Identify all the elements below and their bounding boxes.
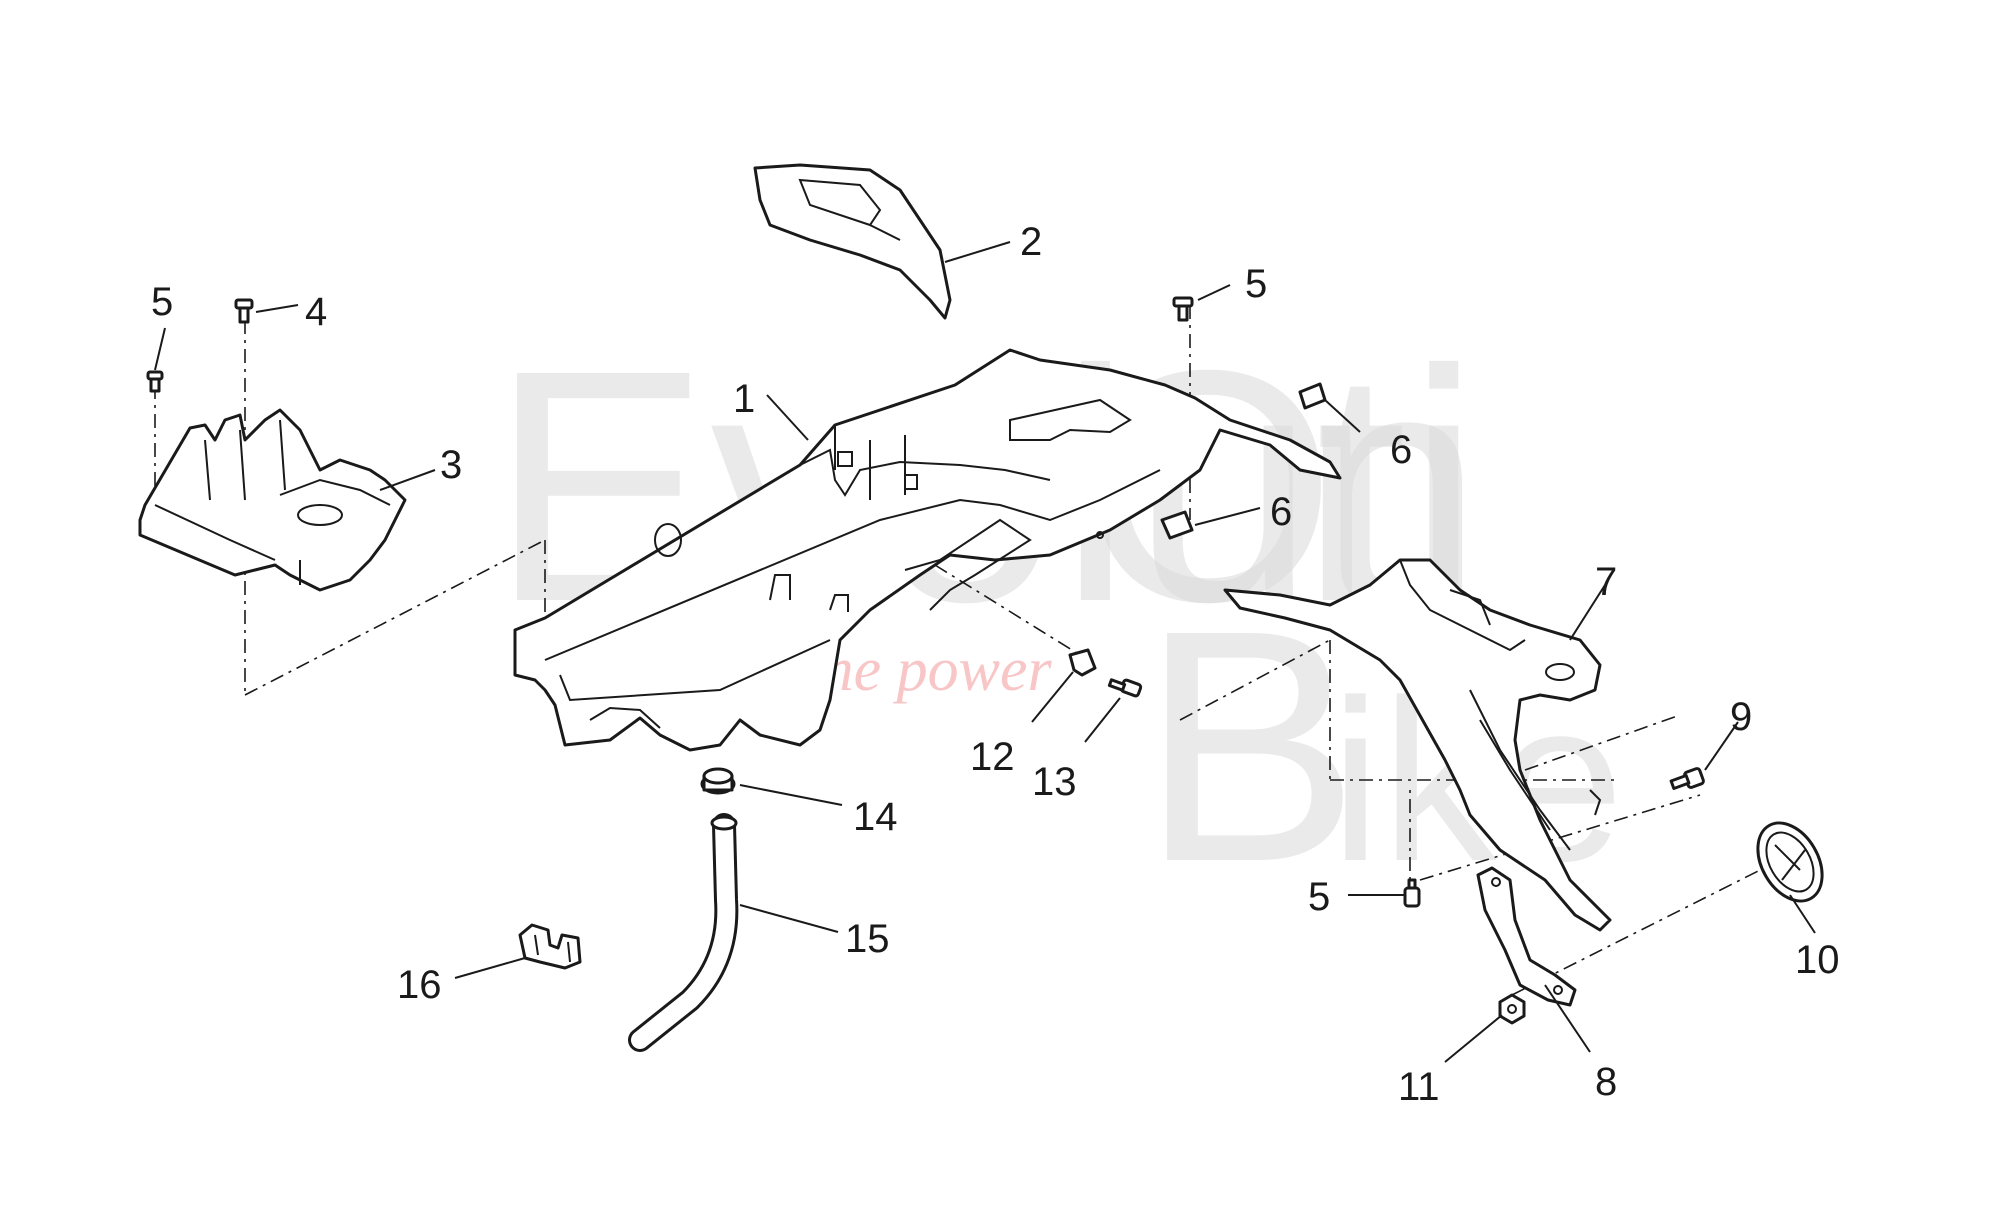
part-2-cover-pad xyxy=(753,163,952,320)
callout-10: 10 xyxy=(1795,938,1840,982)
part-4-screw xyxy=(234,298,254,324)
callout-12: 12 xyxy=(970,735,1015,779)
callout-5-left: 5 xyxy=(151,280,173,324)
callout-13: 13 xyxy=(1032,760,1077,804)
callout-5-bottom: 5 xyxy=(1308,875,1330,919)
part-13-screw xyxy=(1107,678,1143,698)
part-5-screw-top xyxy=(1172,296,1194,322)
part-5-screw-left xyxy=(146,370,164,393)
part-15-grommet xyxy=(700,767,736,795)
callout-16: 16 xyxy=(397,963,442,1007)
part-12-clip-nut xyxy=(1068,648,1097,677)
part-10-reflector xyxy=(1756,821,1824,903)
callout-2: 2 xyxy=(1020,220,1042,264)
part-9-screw xyxy=(1669,767,1705,790)
part-1-rear-tray xyxy=(513,348,1342,752)
callout-3: 3 xyxy=(440,443,462,487)
callout-1: 1 xyxy=(733,377,755,421)
callout-9: 9 xyxy=(1730,695,1752,739)
part-5-screw-bottom xyxy=(1403,878,1421,908)
part-16-clamp xyxy=(518,923,582,970)
callout-8: 8 xyxy=(1595,1060,1617,1104)
callout-labels: 1 2 3 4 5 5 5 6 6 7 8 9 10 11 12 13 14 1… xyxy=(151,220,1840,1109)
callout-7: 7 xyxy=(1595,560,1617,604)
callout-5-top: 5 xyxy=(1245,262,1267,306)
callout-14: 14 xyxy=(853,795,898,839)
leader-lines xyxy=(154,241,1816,1063)
callout-6-mid: 6 xyxy=(1270,490,1292,534)
part-3-battery-box xyxy=(138,408,407,592)
part-7-mudguard xyxy=(1223,558,1612,932)
part-6-clip-nut-mid xyxy=(1160,510,1194,540)
part-8-bracket xyxy=(1476,866,1577,1007)
callout-15: 15 xyxy=(845,917,890,961)
callout-11: 11 xyxy=(1398,1065,1440,1109)
callout-4: 4 xyxy=(305,290,327,334)
part-14-drain-hose xyxy=(628,813,739,1052)
callout-6-top: 6 xyxy=(1390,428,1412,472)
part-11-nut xyxy=(1498,993,1526,1025)
